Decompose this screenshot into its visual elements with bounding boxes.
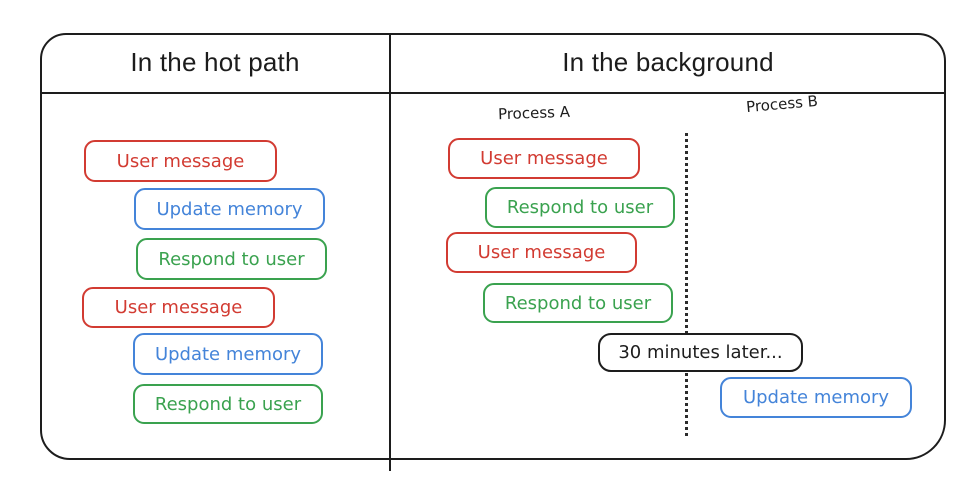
background-box-respond-to-user-2: Respond to user [483, 283, 673, 323]
panel-divider-line [389, 33, 391, 471]
hotpath-box-user-message-1: User message [84, 140, 277, 182]
hotpath-box-update-memory-2: Update memory [133, 333, 323, 375]
hotpath-box-respond-to-user-2: Respond to user [133, 384, 323, 424]
right-panel-title: In the background [562, 47, 774, 77]
hotpath-box-update-memory-1: Update memory [134, 188, 325, 230]
left-panel-title: In the hot path [130, 47, 300, 77]
diagram-header: In the hot path In the background [40, 33, 946, 94]
process-a-label: Process A [497, 102, 571, 124]
background-box-user-message-2: User message [446, 232, 637, 273]
process-divider-dotted-line [685, 133, 688, 436]
background-box-respond-to-user-1: Respond to user [485, 187, 675, 228]
background-box-update-memory: Update memory [720, 377, 912, 418]
hotpath-box-respond-to-user-1: Respond to user [136, 238, 327, 280]
thirty-minutes-later-note: 30 minutes later... [598, 333, 803, 372]
background-box-user-message-1: User message [448, 138, 640, 179]
hotpath-box-user-message-2: User message [82, 287, 275, 328]
